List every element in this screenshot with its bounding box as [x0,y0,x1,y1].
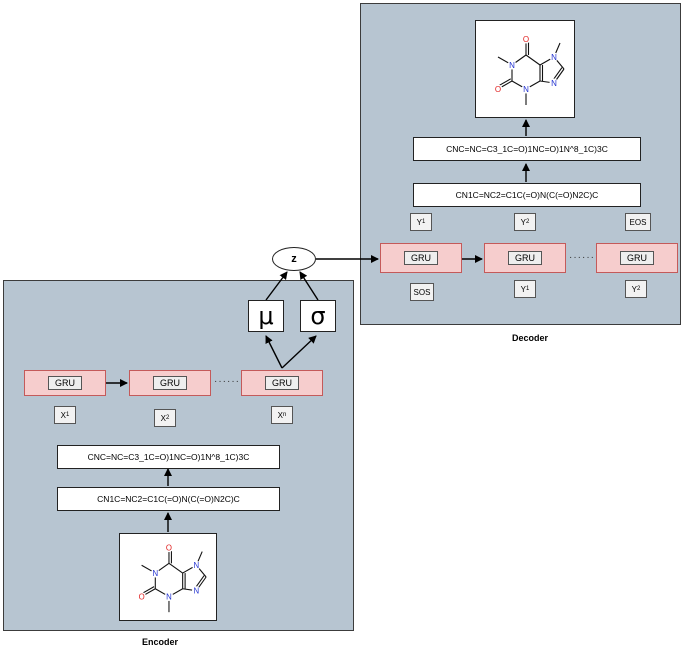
atom-label: O [523,35,529,44]
gru-label: GRU [153,376,187,390]
atom-label: O [166,544,172,553]
atom-label: N [152,569,158,578]
encoder-gru-1: GRU [24,370,106,396]
atom-label: N [194,587,200,596]
gru-label: GRU [48,376,82,390]
atom-label-bg [549,78,559,88]
gru-label: GRU [404,251,438,265]
encoder-smiles-top: CNC=NC=C3_1C=O)1NC=O)1N^8_1C)3C [57,445,280,469]
caffeine-structure-encoder: O N N N N O [137,543,207,613]
decoder-molecule-image: O N N N N O [475,20,575,118]
encoder-gru-n: GRU [241,370,323,396]
atom-label-bg [137,592,147,601]
encoder-ellipsis: ······· [214,376,245,387]
decoder-gru-n: GRU [596,243,678,273]
gru-label: GRU [620,251,654,265]
atom-label-bg [164,592,174,601]
gru-label: GRU [265,376,299,390]
sigma-node: σ [300,300,336,332]
atom-label: O [139,592,145,601]
bond [525,54,541,66]
gru-label: GRU [508,251,542,265]
atom-label: N [166,592,172,601]
bond [168,562,183,574]
atom-label: N [523,85,529,94]
decoder-smiles-bottom: CN1C=NC2=C1C(=O)N(C(=O)N2C)C [413,183,641,207]
atom-label-bg [493,84,503,94]
atom-label: N [509,61,515,70]
caffeine-structure-decoder: O N N N N O [493,34,565,105]
decoder-label: Decoder [511,333,548,343]
latent-z-node: z [272,247,316,271]
decoder-ellipsis: ······· [569,252,600,263]
encoder-label: Encoder [141,637,178,647]
decoder-smiles-top: CNC=NC=C3_1C=O)1NC=O)1N^8_1C)3C [413,137,641,161]
encoder-smiles-bottom: CN1C=NC2=C1C(=O)N(C(=O)N2C)C [57,487,280,511]
atom-label-bg [191,560,201,570]
decoder-output-eos: EOS [625,213,651,231]
atom-label-bg [521,84,531,94]
encoder-gru-2: GRU [129,370,211,396]
atom-label-bg [164,543,174,553]
atom-label: N [194,561,200,570]
atom-label: O [495,85,501,94]
atom-label-bg [150,568,160,578]
atom-label-bg [507,60,517,70]
atom-label-bg [549,52,559,62]
decoder-input-sos: SOS [410,283,434,301]
atom-label-bg [191,586,201,596]
atom-label: N [551,79,557,88]
mu-node: μ [248,300,284,332]
atom-label-bg [521,34,531,44]
decoder-gru-1: GRU [380,243,462,273]
encoder-molecule-image: O N N N N O [119,533,217,621]
atom-label: N [551,53,557,62]
decoder-gru-2: GRU [484,243,566,273]
